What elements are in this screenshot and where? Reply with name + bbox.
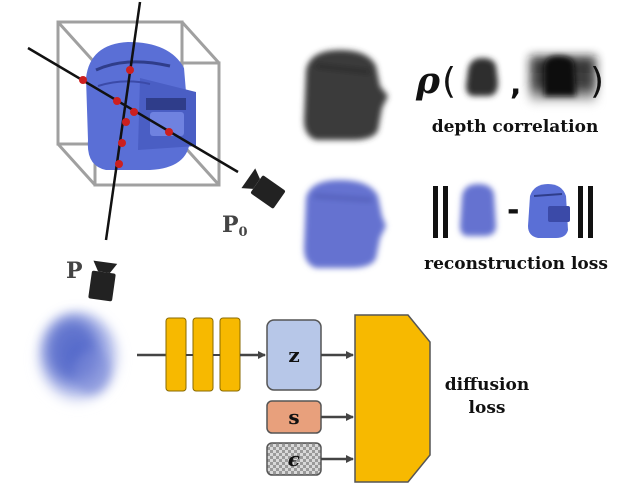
pipeline-row: z s ϵ diffusion loss [34, 310, 529, 483]
encoder-block [165, 317, 241, 392]
close-paren: ) [590, 61, 604, 102]
sample-point [122, 118, 130, 126]
reconstruction-term: - reconstruction loss [424, 184, 608, 274]
depth-correlation-term: ρ ( , ) depth correlation [415, 56, 604, 137]
sample-point [115, 160, 123, 168]
svg-text:ϵ: ϵ [288, 447, 300, 471]
sample-points [79, 66, 173, 168]
camera-p0-label: P0 [222, 212, 248, 240]
svg-text:s: s [288, 405, 299, 429]
open-paren: ( [442, 61, 456, 102]
norm-bar-right-2 [588, 186, 593, 238]
depth-thumb-estimated [530, 56, 596, 104]
rendered-rgb-view [304, 180, 386, 268]
norm-bar-left-1 [433, 186, 438, 238]
svg-text:z: z [288, 343, 299, 367]
depth-correlation-label: depth correlation [432, 117, 599, 137]
encoder-layer [165, 317, 187, 392]
reconstruction-loss-label: reconstruction loss [424, 254, 608, 274]
sample-point [165, 128, 173, 136]
sample-point [130, 108, 138, 116]
sample-point [126, 66, 134, 74]
recon-thumb-groundtruth [528, 184, 570, 238]
backpack-object [86, 42, 196, 170]
sample-point [118, 139, 126, 147]
scene-3d: P0 P [27, 1, 285, 302]
minus-symbol: - [507, 193, 519, 228]
diffusion-loss-label-line2: loss [469, 398, 506, 418]
recon-thumb-rendered [460, 184, 496, 236]
encoder-layer [219, 317, 241, 392]
rendered-depth-view [304, 50, 388, 140]
norm-bar-left-2 [443, 186, 448, 238]
norm-bar-right-1 [578, 186, 583, 238]
diffusion-denoiser-block [354, 314, 431, 483]
camera-p-icon [88, 260, 118, 302]
sample-point [113, 97, 121, 105]
epsilon-noise-box: ϵ [266, 442, 322, 476]
camera-p0-icon [241, 168, 285, 209]
rho-symbol: ρ [415, 60, 441, 102]
camera-p-label: P [66, 258, 83, 284]
latent-z-box: z [266, 319, 322, 391]
s-box: s [266, 400, 322, 434]
input-novel-view-image [34, 310, 122, 410]
encoder-layer [192, 317, 214, 392]
diffusion-loss-label-line1: diffusion [445, 375, 529, 395]
depth-thumb-rendered [466, 58, 498, 96]
comma: , [510, 67, 521, 102]
sample-point [79, 76, 87, 84]
